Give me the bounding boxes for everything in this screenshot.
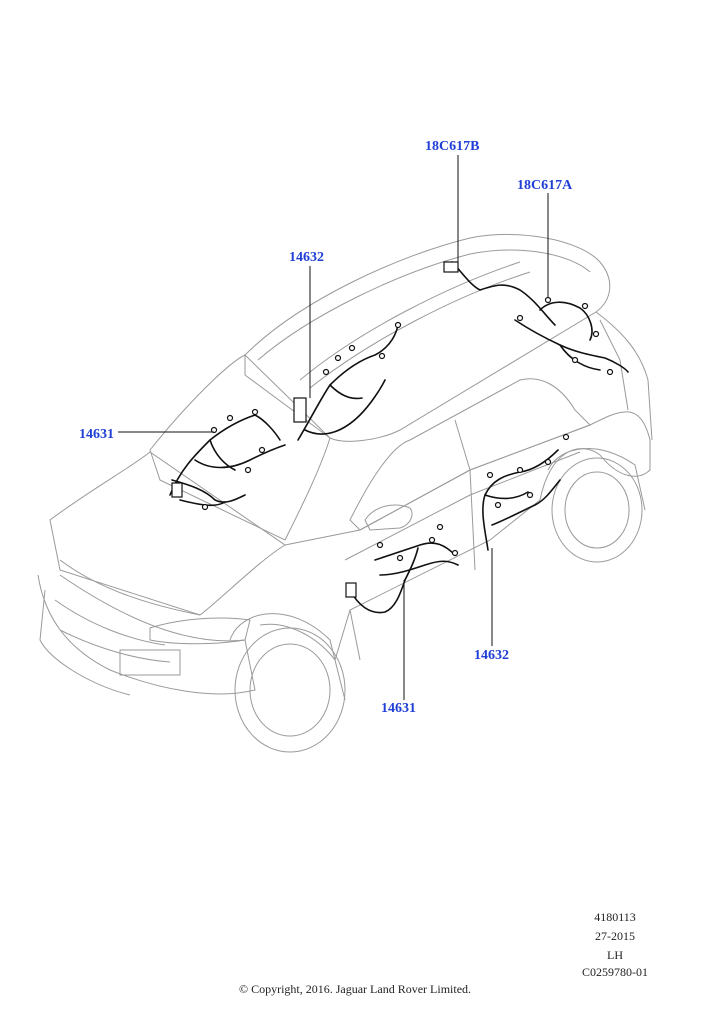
- callout-18c617a[interactable]: 18C617A: [517, 178, 573, 193]
- ref-number: 4180113: [594, 910, 636, 924]
- harness-rear-door-lh: [482, 433, 570, 551]
- callout-14631-front[interactable]: 14631: [79, 427, 114, 442]
- vehicle-outline: [37, 233, 653, 753]
- callout-14631-door[interactable]: 14631: [381, 701, 416, 716]
- harness-front-roof-lh: [169, 408, 286, 511]
- callout-18c617b[interactable]: 18C617B: [425, 139, 480, 154]
- copyright-text: © Copyright, 2016. Jaguar Land Rover Lim…: [238, 982, 472, 996]
- ref-code: C0259780-01: [582, 965, 648, 979]
- leader-lines: [118, 155, 549, 700]
- ref-date: 27-2015: [595, 929, 635, 943]
- harness-rear-roof: [443, 261, 629, 376]
- harness-front-door-lh: [345, 523, 459, 614]
- ref-side: LH: [607, 948, 623, 962]
- harness-roof-center-lh: [293, 321, 402, 441]
- callout-14632-roof[interactable]: 14632: [289, 250, 324, 265]
- callout-14632-door[interactable]: 14632: [474, 648, 509, 663]
